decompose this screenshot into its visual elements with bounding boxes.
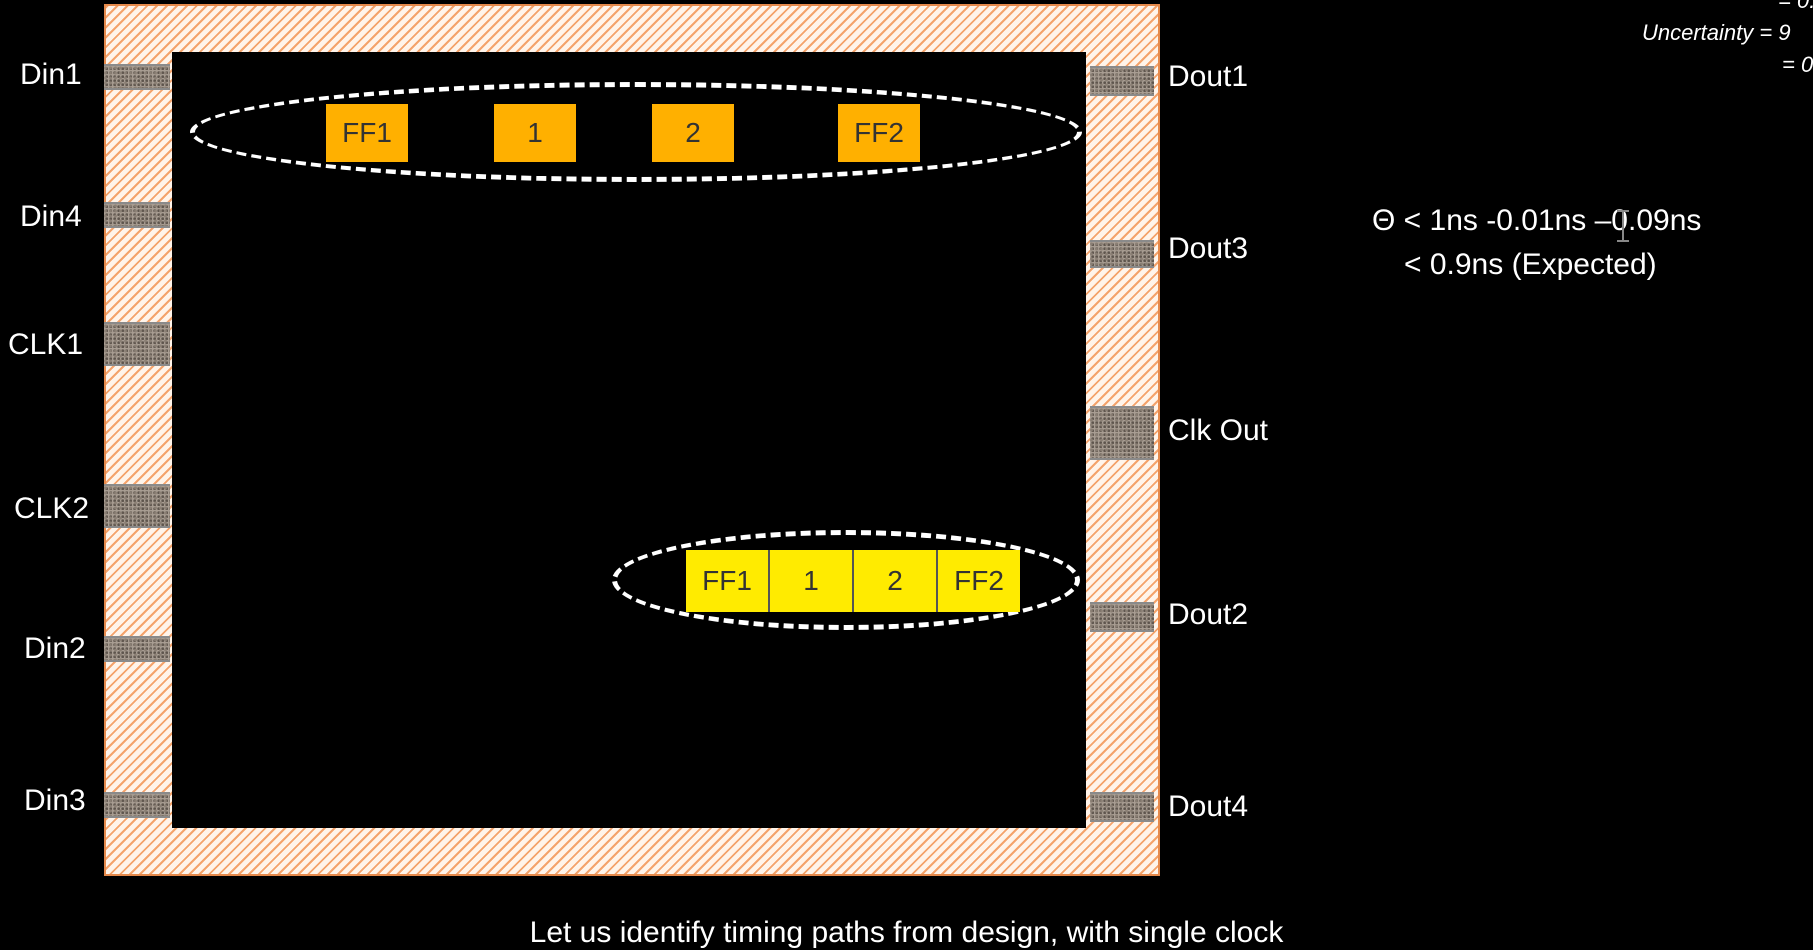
pad-din4: [104, 202, 170, 228]
pin-label-din3: Din3: [24, 784, 86, 817]
cell-bottom-2: 2: [854, 550, 938, 612]
corner-note-line2: Uncertainty = 9: [1642, 20, 1791, 45]
pad-clk-out: [1090, 406, 1154, 460]
pin-label-dout4: Dout4: [1168, 790, 1249, 823]
timing-equation-line2: < 0.9ns (Expected): [1404, 248, 1657, 281]
cell-top-2: 2: [652, 104, 734, 162]
cell-top-ff2: FF2: [838, 104, 920, 162]
timing-path-bottom-outline: [612, 530, 1080, 630]
pad-din1: [104, 64, 170, 90]
cell-top-ff1: FF1: [326, 104, 408, 162]
pin-label-din2: Din2: [24, 632, 86, 665]
timing-equation-line1: Θ < 1ns -0.01ns –0.09ns: [1372, 204, 1702, 237]
pin-label-clk1: CLK1: [8, 328, 84, 361]
pad-dout4: [1090, 792, 1154, 822]
cell-bottom-ff1: FF1: [686, 550, 770, 612]
pad-dout2: [1090, 602, 1154, 632]
pad-dout3: [1090, 240, 1154, 268]
pad-dout1: [1090, 66, 1154, 96]
pin-label-dout2: Dout2: [1168, 598, 1249, 631]
corner-note-line3: = 0: [1782, 52, 1813, 77]
timing-path-top-outline: [190, 82, 1082, 182]
cell-top-1: 1: [494, 104, 576, 162]
pin-label-dout3: Dout3: [1168, 232, 1249, 265]
pad-clk2: [104, 484, 170, 528]
pin-label-clk-out: Clk Out: [1168, 414, 1269, 447]
text-cursor-icon: [1617, 210, 1629, 242]
slide-caption: Let us identify timing paths from design…: [529, 916, 1284, 949]
pin-label-clk2: CLK2: [14, 492, 90, 525]
pin-label-dout1: Dout1: [1168, 60, 1249, 93]
pin-label-din1: Din1: [20, 58, 82, 91]
pin-label-din4: Din4: [20, 200, 82, 233]
cell-bottom-1: 1: [770, 550, 854, 612]
pad-din2: [104, 636, 170, 662]
pad-din3: [104, 792, 170, 818]
cell-bottom-ff2: FF2: [938, 550, 1020, 612]
pad-clk1: [104, 322, 170, 366]
corner-note-line1: = 0.0: [1778, 0, 1813, 13]
